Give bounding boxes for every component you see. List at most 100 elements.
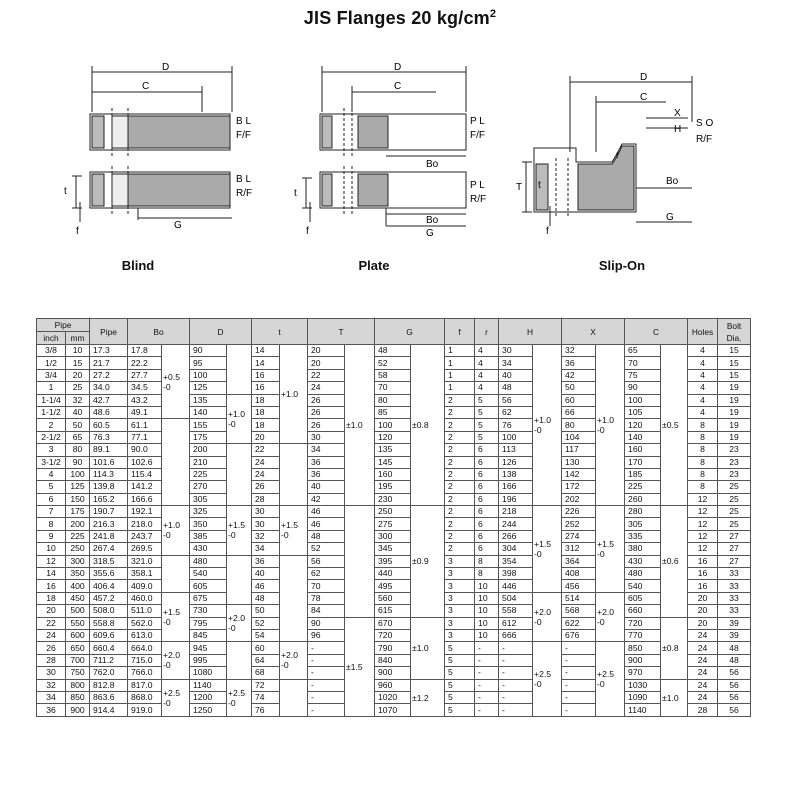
tol-bo-tolerance: +0.5-0 bbox=[161, 344, 191, 420]
slipon-type: S O bbox=[696, 118, 713, 129]
cell-c: 140 bbox=[624, 431, 662, 445]
cell-r: 5 bbox=[474, 394, 500, 407]
cell-t-large: 84 bbox=[307, 604, 346, 618]
blind-rf-face: R/F bbox=[236, 188, 252, 199]
cell-d: 730 bbox=[189, 604, 228, 618]
cell-t-small: 18 bbox=[251, 394, 281, 407]
cell-d: 480 bbox=[189, 555, 228, 569]
cell-bolt-dia: 39 bbox=[717, 617, 752, 631]
slipon-caption: Slip-On bbox=[598, 258, 646, 273]
tol-h-tolerance: +2.0-0 bbox=[532, 592, 563, 643]
cell-x: 568 bbox=[561, 604, 597, 618]
tol-g-tolerance: ±1.2 bbox=[410, 679, 446, 717]
plate-dim-f: f bbox=[306, 226, 309, 237]
cell-bolt-dia: 15 bbox=[717, 369, 752, 383]
cell-bolt-dia: 33 bbox=[717, 592, 752, 606]
cell-h: 113 bbox=[498, 443, 534, 457]
cell-bolt-dia: 23 bbox=[717, 468, 752, 482]
cell-bolt-dia: 27 bbox=[717, 555, 752, 569]
header-r: r bbox=[474, 318, 500, 345]
page-title: JIS Flanges 20 kg/cm2 bbox=[0, 8, 800, 29]
cell-bolt-dia: 56 bbox=[717, 703, 752, 717]
cell-c: 850 bbox=[624, 641, 662, 655]
cell-h: 354 bbox=[498, 555, 534, 569]
tol-bo-tolerance: +1.0-0 bbox=[161, 505, 191, 556]
blind-dim-g: G bbox=[174, 220, 182, 231]
tol-bo-tolerance bbox=[161, 555, 191, 593]
cell-bolt-dia: 25 bbox=[717, 480, 752, 494]
cell-mm: 25 bbox=[64, 381, 91, 395]
cell-r: 6 bbox=[474, 493, 500, 507]
cell-x: - bbox=[561, 703, 597, 717]
cell-pipe-od: 318.5 bbox=[89, 555, 129, 569]
cell-h: 40 bbox=[498, 369, 534, 383]
cell-g: 70 bbox=[374, 381, 412, 395]
cell-f: 3 bbox=[444, 579, 476, 593]
blind-dim-c: C bbox=[142, 81, 149, 92]
cell-pipe-od: 267.4 bbox=[89, 542, 129, 556]
cell-t-large: 36 bbox=[307, 468, 346, 482]
cell-bo: 115.4 bbox=[127, 468, 163, 482]
cell-holes: 4 bbox=[687, 356, 719, 370]
cell-r: 10 bbox=[474, 592, 500, 606]
cell-mm: 250 bbox=[64, 542, 91, 556]
cell-d: 540 bbox=[189, 567, 228, 581]
cell-pipe-od: 914.4 bbox=[89, 703, 129, 717]
cell-c: 770 bbox=[624, 629, 662, 643]
cell-inch: 3 bbox=[36, 443, 66, 457]
cell-inch: 14 bbox=[36, 567, 66, 581]
cell-t-large: - bbox=[307, 679, 346, 692]
cell-g: 900 bbox=[374, 666, 412, 680]
tol-t-tolerance bbox=[279, 443, 309, 507]
cell-holes: 24 bbox=[687, 641, 719, 655]
cell-bolt-dia: 19 bbox=[717, 394, 752, 407]
cell-mm: 40 bbox=[64, 406, 91, 420]
blind-rf-type: B L bbox=[236, 174, 251, 185]
cell-t-small: 74 bbox=[251, 691, 281, 705]
cell-bolt-dia: 25 bbox=[717, 517, 752, 531]
cell-x: 66 bbox=[561, 406, 597, 420]
cell-x: 36 bbox=[561, 356, 597, 370]
tol-d-tolerance: +1.0-0 bbox=[226, 394, 253, 445]
cell-mm: 80 bbox=[64, 443, 91, 457]
cell-d: 430 bbox=[189, 542, 228, 556]
cell-t-small: 26 bbox=[251, 480, 281, 494]
tol-x-tolerance: +2.0-0 bbox=[595, 592, 626, 643]
blind-ff-type: B L bbox=[236, 116, 251, 127]
cell-pipe-od: 457.2 bbox=[89, 592, 129, 606]
cell-inch: 1/2 bbox=[36, 356, 66, 370]
cell-t-large: 26 bbox=[307, 394, 346, 407]
cell-x: 456 bbox=[561, 579, 597, 593]
tol-x-tolerance: +1.5-0 bbox=[595, 505, 626, 593]
cell-holes: 8 bbox=[687, 431, 719, 445]
cell-r: - bbox=[474, 654, 500, 668]
cell-c: 900 bbox=[624, 654, 662, 668]
cell-t-small: 54 bbox=[251, 629, 281, 643]
cell-d: 1250 bbox=[189, 703, 228, 717]
cell-x: 226 bbox=[561, 505, 597, 519]
cell-x: 130 bbox=[561, 456, 597, 469]
slipon-dim-h: H bbox=[674, 124, 681, 135]
cell-c: 170 bbox=[624, 456, 662, 469]
cell-r: 6 bbox=[474, 530, 500, 544]
plate-dim-t: t bbox=[294, 188, 297, 199]
cell-inch: 7 bbox=[36, 505, 66, 519]
cell-bo: 460.0 bbox=[127, 592, 163, 606]
cell-t-small: 40 bbox=[251, 567, 281, 581]
header-pipe-size: Pipe bbox=[35, 318, 91, 332]
cell-t-large: 26 bbox=[307, 406, 346, 420]
cell-pipe-od: 27.2 bbox=[89, 369, 129, 383]
cell-r: 4 bbox=[474, 356, 500, 370]
header-bo: Bo bbox=[127, 318, 191, 345]
cell-t-small: 36 bbox=[251, 555, 281, 569]
cell-pipe-od: 355.6 bbox=[89, 567, 129, 581]
cell-pipe-od: 241.8 bbox=[89, 530, 129, 544]
cell-t-small: 50 bbox=[251, 604, 281, 618]
plate-caption: Plate bbox=[358, 258, 390, 273]
cell-h: - bbox=[498, 679, 534, 692]
cell-x: - bbox=[561, 691, 597, 705]
